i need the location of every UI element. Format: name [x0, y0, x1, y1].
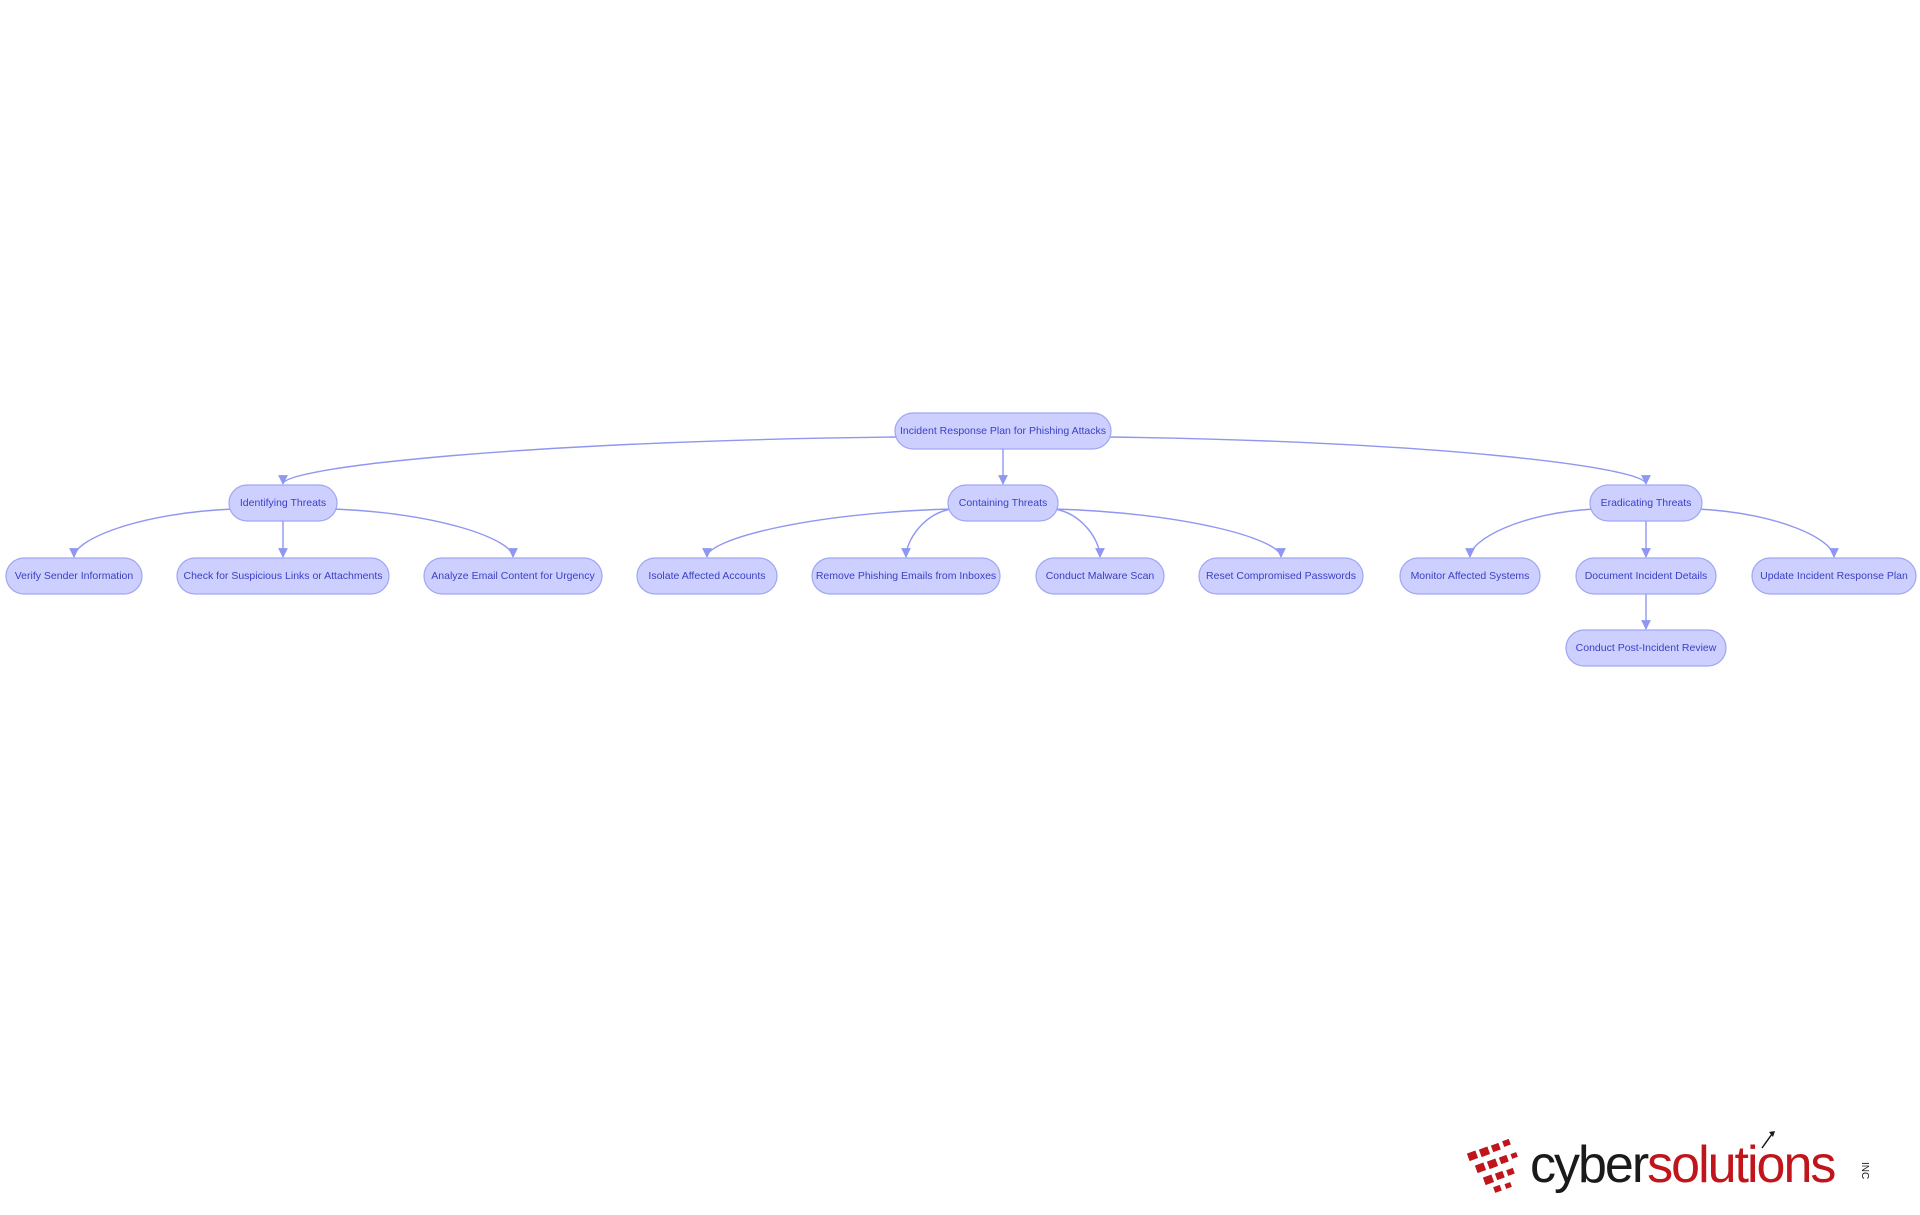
node-box	[423, 557, 603, 595]
node-box	[176, 557, 390, 595]
edge-contain-to-remove	[901, 508, 953, 558]
node-root: Incident Response Plan for Phishing Atta…	[894, 412, 1112, 450]
node-analyze: Analyze Email Content for Urgency	[423, 557, 603, 595]
node-label-analyze: Analyze Email Content for Urgency	[431, 570, 595, 582]
node-box	[5, 557, 143, 595]
node-reset: Reset Compromised Passwords	[1198, 557, 1364, 595]
node-document: Document Incident Details	[1575, 557, 1717, 595]
node-box	[1575, 557, 1717, 595]
edge-eradicate-to-update	[1697, 508, 1839, 558]
edge-layer	[69, 436, 1839, 630]
node-monitor: Monitor Affected Systems	[1399, 557, 1541, 595]
node-remove: Remove Phishing Emails from Inboxes	[811, 557, 1001, 595]
node-label-check: Check for Suspicious Links or Attachment…	[183, 570, 382, 582]
node-box	[636, 557, 778, 595]
node-box	[1589, 484, 1703, 522]
node-identify: Identifying Threats	[228, 484, 338, 522]
cybersolutions-logo: cybersolutions INC	[1466, 1131, 1870, 1194]
logo-inc-suffix: INC	[1859, 1162, 1870, 1179]
node-box	[811, 557, 1001, 595]
node-label-monitor: Monitor Affected Systems	[1411, 570, 1530, 582]
node-label-malware: Conduct Malware Scan	[1046, 570, 1155, 582]
svg-text:cybersolutions: cybersolutions	[1530, 1136, 1835, 1194]
node-label-root: Incident Response Plan for Phishing Atta…	[900, 425, 1106, 437]
node-box	[228, 484, 338, 522]
node-eradicate: Eradicating Threats	[1589, 484, 1703, 522]
node-box	[947, 484, 1059, 522]
node-label-reset: Reset Compromised Passwords	[1206, 570, 1356, 582]
node-update: Update Incident Response Plan	[1751, 557, 1917, 595]
edge-eradicate-to-monitor	[1465, 508, 1595, 558]
node-label-review: Conduct Post-Incident Review	[1576, 642, 1717, 654]
node-label-identify: Identifying Threats	[240, 497, 326, 509]
node-label-eradicate: Eradicating Threats	[1601, 497, 1692, 509]
logo-word-cyber: cyber	[1530, 1136, 1649, 1194]
node-label-contain: Containing Threats	[959, 497, 1048, 509]
node-box	[1565, 629, 1727, 667]
edge-identify-to-verify	[69, 508, 234, 558]
node-box	[894, 412, 1112, 450]
node-label-remove: Remove Phishing Emails from Inboxes	[816, 570, 996, 582]
edge-identify-to-analyze	[332, 508, 518, 558]
node-box	[1035, 557, 1165, 595]
node-contain: Containing Threats	[947, 484, 1059, 522]
node-malware: Conduct Malware Scan	[1035, 557, 1165, 595]
logo-swoosh-icon	[1761, 1131, 1775, 1149]
node-box	[1198, 557, 1364, 595]
node-check: Check for Suspicious Links or Attachment…	[176, 557, 390, 595]
edge-contain-to-isolate	[702, 508, 953, 558]
node-label-isolate: Isolate Affected Accounts	[648, 570, 765, 582]
node-review: Conduct Post-Incident Review	[1565, 629, 1727, 667]
edge-root-to-identify	[278, 436, 900, 485]
node-isolate: Isolate Affected Accounts	[636, 557, 778, 595]
node-box	[1751, 557, 1917, 595]
edge-root-to-eradicate	[1106, 436, 1651, 485]
node-layer: Incident Response Plan for Phishing Atta…	[5, 412, 1917, 667]
edge-contain-to-reset	[1053, 508, 1286, 558]
red-pixel-blocks-logo-icon	[1466, 1138, 1518, 1193]
edge-contain-to-malware	[1053, 508, 1105, 558]
node-box	[1399, 557, 1541, 595]
node-label-document: Document Incident Details	[1585, 570, 1708, 582]
node-verify: Verify Sender Information	[5, 557, 143, 595]
node-label-update: Update Incident Response Plan	[1760, 570, 1908, 582]
node-label-verify: Verify Sender Information	[15, 570, 134, 582]
logo-word-solutions: solutions	[1647, 1136, 1835, 1194]
